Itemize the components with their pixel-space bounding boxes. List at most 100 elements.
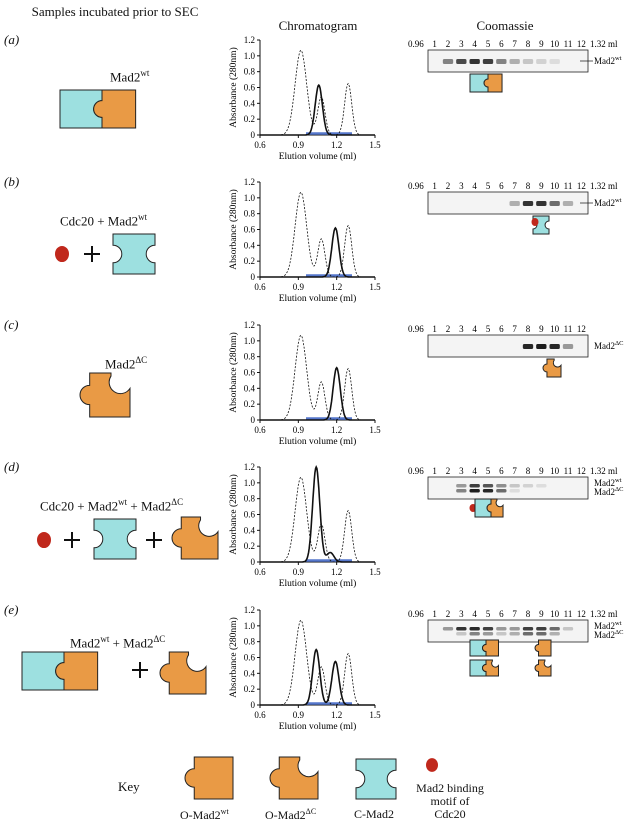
x-axis-label: Elution volume (ml) [279, 578, 357, 589]
gel-band [496, 627, 507, 631]
band-label: Mad2ΔC [594, 340, 624, 351]
standards-trace [260, 476, 375, 563]
y-tick-label: 0 [251, 415, 256, 425]
y-tick-label: 1.0 [244, 336, 256, 346]
y-axis-label: Absorbance (280nm) [228, 47, 239, 127]
x-tick-label: 0.6 [254, 567, 266, 577]
y-tick-label: 0.6 [244, 510, 256, 520]
o-mad2-icon [481, 659, 499, 677]
gel-band [509, 489, 520, 493]
gel-band [509, 201, 520, 206]
gel-band [509, 484, 520, 488]
lane-number: 3 [459, 609, 464, 619]
x-axis-label: Elution volume (ml) [279, 151, 357, 162]
gel-band [469, 59, 480, 64]
lane-number: 6 [499, 466, 504, 476]
key-label: C-Mad2 [354, 807, 394, 821]
lane-number: 10 [550, 324, 560, 334]
band-label: Mad2wt [594, 477, 622, 488]
c-mad2-icon [112, 233, 156, 275]
gel-band [456, 484, 467, 488]
gel-frame [427, 476, 589, 500]
y-axis-label: Absorbance (280nm) [228, 332, 239, 412]
lane-number: 11 [564, 181, 573, 191]
panel-label: (b) [4, 174, 20, 189]
gel-frame [427, 619, 589, 643]
standards-trace [260, 619, 375, 706]
gel-band [536, 627, 547, 631]
y-tick-label: 1.0 [244, 193, 256, 203]
gel-band [522, 627, 534, 631]
lane-number: 2 [446, 609, 451, 619]
gel-band [496, 632, 507, 636]
lane-number: 10 [550, 181, 560, 191]
y-tick-label: 1.0 [244, 51, 256, 61]
gel-band [549, 627, 560, 631]
mad2-dimer-icon [59, 89, 137, 129]
gel-band [509, 632, 520, 636]
gel-band [482, 484, 494, 488]
gel-complex-icons [469, 639, 552, 677]
x-tick-label: 0.9 [293, 140, 305, 150]
mad2-dimer-icon [21, 651, 99, 691]
x-tick-label: 1.2 [331, 567, 342, 577]
mad2-dimer-icon [469, 639, 499, 657]
lane-number: 10 [550, 609, 560, 619]
lane-number: 8 [526, 324, 531, 334]
gel-start-label: 0.96 [408, 466, 424, 476]
lane-number: 9 [539, 39, 544, 49]
gel-band [536, 484, 547, 488]
gel-band [456, 59, 467, 64]
panel-label: (d) [4, 459, 20, 474]
gel-end-label: 1.32 ml [590, 466, 618, 476]
coomassie-header: Coomassie [476, 18, 534, 33]
gel-band [456, 627, 467, 631]
x-tick-label: 0.9 [293, 282, 305, 292]
lane-number: 8 [526, 609, 531, 619]
band-label: Mad2wt [594, 55, 622, 66]
y-tick-label: 0 [251, 557, 256, 567]
lane-number: 4 [472, 609, 477, 619]
lane-number: 4 [472, 181, 477, 191]
panel-label: (a) [4, 32, 20, 47]
key-title: Key [118, 779, 140, 794]
o-mad2-icon [93, 89, 137, 129]
sample-trace [260, 648, 375, 706]
lane-number: 10 [550, 39, 560, 49]
gel-end-label: 1.32 ml [590, 39, 618, 49]
band-label: Mad2ΔC [594, 629, 624, 640]
key-label: Mad2 binding motif of Cdc20 [416, 781, 484, 821]
o-mad2-icon [534, 639, 552, 657]
y-tick-label: 0.4 [244, 383, 256, 393]
x-tick-label: 1.5 [369, 282, 381, 292]
y-tick-label: 1.2 [244, 462, 255, 472]
y-tick-label: 1.2 [244, 35, 255, 45]
sample-title: Mad2wt + Mad2ΔC [70, 634, 166, 651]
gel-band [482, 489, 494, 493]
lane-number: 6 [499, 609, 504, 619]
cdc20-motif-icon [426, 758, 438, 772]
lane-number: 2 [446, 324, 451, 334]
y-tick-label: 0.6 [244, 653, 256, 663]
o-mad2-icon [486, 498, 504, 518]
x-tick-label: 0.6 [254, 425, 266, 435]
o-mad2-dc-icon [269, 756, 319, 800]
gel-end-label: 1.32 ml [590, 181, 618, 191]
y-tick-label: 0.4 [244, 525, 256, 535]
gel-band [469, 489, 480, 493]
lane-number: 5 [486, 39, 491, 49]
sample-diagram [79, 372, 131, 418]
key-label: O-Mad2wt [180, 807, 229, 822]
gel-complex-icons [542, 358, 562, 378]
lane-number: 1 [432, 466, 437, 476]
lane-number: 8 [526, 181, 531, 191]
x-tick-label: 0.6 [254, 282, 266, 292]
lane-number: 4 [472, 39, 477, 49]
